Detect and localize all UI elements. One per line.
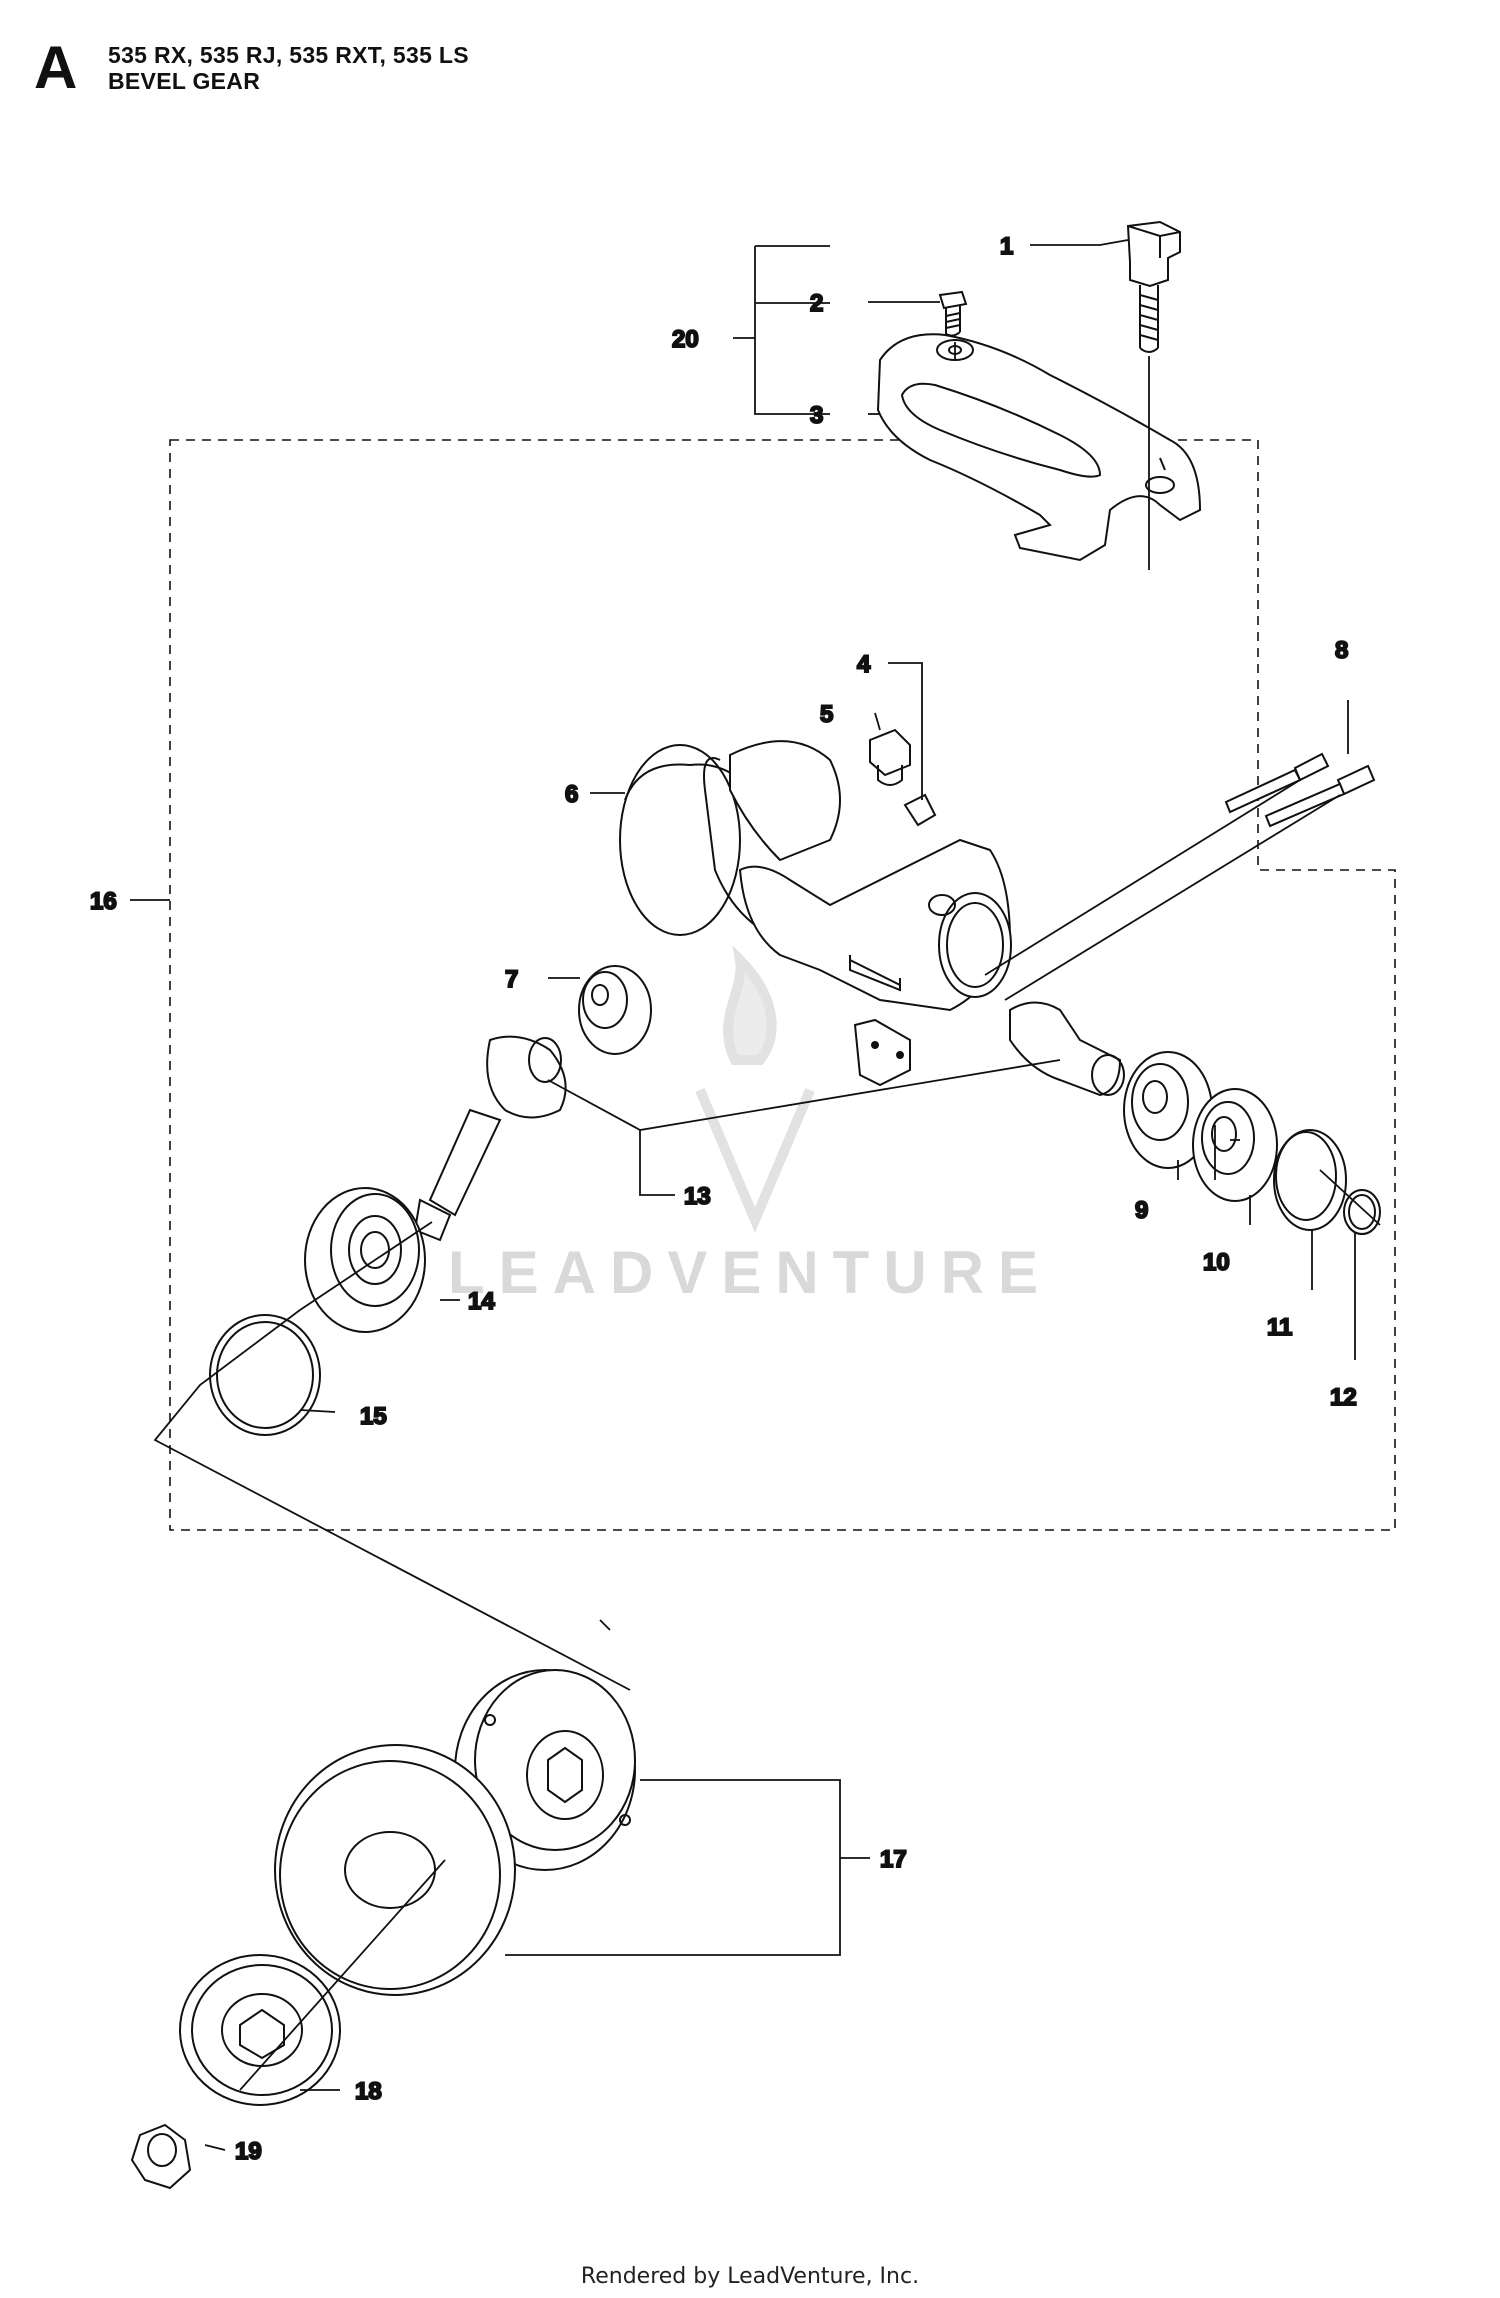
callout-19: 19 [235, 2138, 262, 2165]
callouts: 1 2 3 20 4 5 6 7 8 9 10 11 12 13 14 15 1… [89, 232, 1358, 2166]
callout-6: 6 [565, 781, 578, 808]
assembly-16-boundary [169, 439, 1396, 1531]
callout-10: 10 [1203, 1249, 1230, 1276]
callout-18: 18 [355, 2078, 382, 2105]
part-11-circlip [1273, 1129, 1347, 1231]
callout-9: 9 [1135, 1197, 1148, 1224]
part-9-bearing [1123, 1051, 1213, 1169]
callout-15: 15 [360, 1403, 387, 1430]
leadventure-watermark: LEADVENTURE [447, 1239, 1053, 1306]
leader-lines [130, 239, 1381, 2151]
callout-5: 5 [820, 701, 833, 728]
part-2-screw [938, 290, 968, 337]
callout-16: 16 [90, 888, 117, 915]
callout-4: 4 [857, 651, 871, 678]
part-8-screws [1224, 752, 1376, 828]
part-4-key [903, 793, 937, 827]
callout-7: 7 [505, 966, 518, 993]
diagram-title: BEVEL GEAR [108, 68, 261, 94]
part-19-nut [130, 2123, 192, 2190]
part-15-circlip [209, 1314, 321, 1436]
callout-13: 13 [684, 1183, 711, 1210]
callout-2: 2 [810, 290, 823, 317]
footer-credit: Rendered by LeadVenture, Inc. [580, 2264, 920, 2289]
part-6-gear-housing [619, 740, 1012, 1087]
watermark-logo [695, 945, 815, 1233]
part-18-support-washer [179, 1954, 341, 2106]
part-13-bevel-gears [413, 1001, 1125, 1242]
callout-11: 11 [1267, 1314, 1292, 1341]
part-1-clamp-screw [1126, 220, 1181, 353]
callout-3: 3 [810, 402, 823, 429]
part-3-handle-bracket [876, 333, 1202, 562]
callout-20: 20 [672, 326, 699, 353]
callout-8: 8 [1335, 637, 1348, 664]
callout-12: 12 [1330, 1384, 1357, 1411]
part-5-plug [869, 728, 911, 786]
part-14-bearing [304, 1187, 426, 1333]
callout-14: 14 [468, 1288, 495, 1315]
section-letter: A [34, 34, 78, 101]
part-12-ring [1343, 1189, 1381, 1235]
callout-17: 17 [880, 1846, 907, 1873]
part-7-bearing [578, 965, 652, 1055]
model-list: 535 RX, 535 RJ, 535 RXT, 535 LS [108, 42, 469, 68]
part-10-bearing [1192, 1088, 1278, 1202]
callout-1: 1 [1000, 233, 1013, 260]
part-17-support-cup [274, 1669, 636, 1996]
